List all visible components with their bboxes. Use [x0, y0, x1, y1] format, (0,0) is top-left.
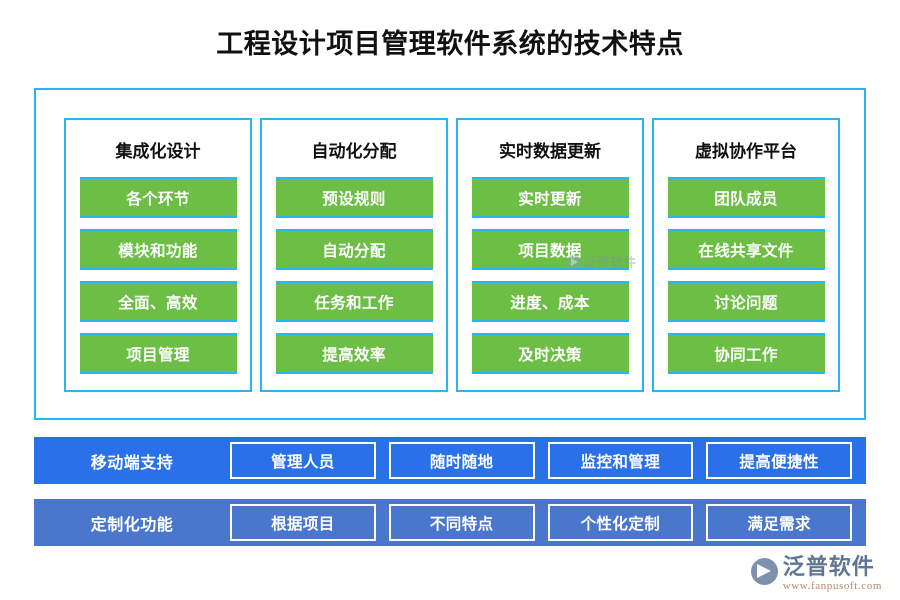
features-frame: 集成化设计 各个环节 模块和功能 全面、高效 项目管理 自动化分配 预设规则 自…: [34, 88, 866, 420]
column-item-list: 实时更新 项目数据 进度、成本 及时决策: [471, 177, 629, 374]
column-item-chip[interactable]: 预设规则: [275, 177, 433, 218]
column-item-chip[interactable]: 讨论问题: [667, 281, 825, 322]
brand-logo: 泛普软件 www.fanpusoft.com: [750, 556, 882, 592]
column-item-chip[interactable]: 项目管理: [79, 333, 237, 374]
column-item-list: 各个环节 模块和功能 全面、高效 项目管理: [79, 177, 237, 374]
bottom-bar-custom-features[interactable]: 定制化功能 根据项目 不同特点 个性化定制 满足需求: [34, 499, 866, 546]
column-item-chip[interactable]: 模块和功能: [79, 229, 237, 270]
column-item-chip[interactable]: 及时决策: [471, 333, 629, 374]
brand-name: 泛普软件: [782, 554, 875, 579]
column-item-chip[interactable]: 协同工作: [667, 333, 825, 374]
column-item-list: 团队成员 在线共享文件 讨论问题 协同工作: [667, 177, 825, 374]
column-title: 虚拟协作平台: [695, 142, 797, 161]
page-title: 工程设计项目管理软件系统的技术特点: [216, 29, 684, 59]
brand-text: 泛普软件 www.fanpusoft.com: [783, 556, 882, 592]
column-item-chip[interactable]: 任务和工作: [275, 281, 433, 322]
brand-swoosh-icon: [750, 558, 778, 585]
bar-chip[interactable]: 管理人员: [230, 442, 376, 479]
bar-chip[interactable]: 根据项目: [230, 504, 376, 541]
bar-chip-list: 管理人员 随时随地 监控和管理 提高便捷性: [230, 442, 866, 479]
bar-label: 移动端支持: [90, 454, 174, 472]
column-item-list: 预设规则 自动分配 任务和工作 提高效率: [275, 177, 433, 374]
feature-column-virtual-collaboration[interactable]: 虚拟协作平台 团队成员 在线共享文件 讨论问题 协同工作: [652, 118, 840, 392]
bar-chip[interactable]: 监控和管理: [547, 442, 694, 479]
column-item-chip[interactable]: 在线共享文件: [667, 229, 825, 270]
feature-column-automated-allocation[interactable]: 自动化分配 预设规则 自动分配 任务和工作 提高效率: [260, 118, 448, 392]
feature-column-realtime-data[interactable]: 实时数据更新 实时更新 项目数据 进度、成本 及时决策: [456, 118, 644, 392]
bar-label: 定制化功能: [90, 516, 174, 534]
column-item-chip[interactable]: 提高效率: [275, 333, 433, 374]
feature-columns-row: 集成化设计 各个环节 模块和功能 全面、高效 项目管理 自动化分配 预设规则 自…: [64, 118, 840, 392]
bar-chip[interactable]: 提高便捷性: [706, 442, 852, 479]
column-item-chip[interactable]: 实时更新: [471, 177, 629, 218]
bar-chip[interactable]: 满足需求: [706, 504, 852, 541]
bar-chip[interactable]: 随时随地: [388, 442, 535, 479]
column-item-chip[interactable]: 自动分配: [275, 229, 433, 270]
column-item-chip[interactable]: 项目数据: [471, 229, 629, 270]
column-item-chip[interactable]: 进度、成本: [471, 281, 629, 322]
bar-chip[interactable]: 个性化定制: [547, 504, 694, 541]
bar-chip[interactable]: 不同特点: [388, 504, 535, 541]
column-item-chip[interactable]: 团队成员: [667, 177, 825, 218]
brand-url: www.fanpusoft.com: [782, 580, 882, 592]
column-title: 自动化分配: [311, 142, 397, 161]
column-item-chip[interactable]: 各个环节: [79, 177, 237, 218]
column-item-chip[interactable]: 全面、高效: [79, 281, 237, 322]
column-title: 集成化设计: [115, 142, 201, 161]
bottom-bar-mobile-support[interactable]: 移动端支持 管理人员 随时随地 监控和管理 提高便捷性: [34, 437, 866, 484]
column-title: 实时数据更新: [499, 142, 601, 161]
feature-column-integrated-design[interactable]: 集成化设计 各个环节 模块和功能 全面、高效 项目管理: [64, 118, 252, 392]
bar-chip-list: 根据项目 不同特点 个性化定制 满足需求: [230, 504, 866, 541]
